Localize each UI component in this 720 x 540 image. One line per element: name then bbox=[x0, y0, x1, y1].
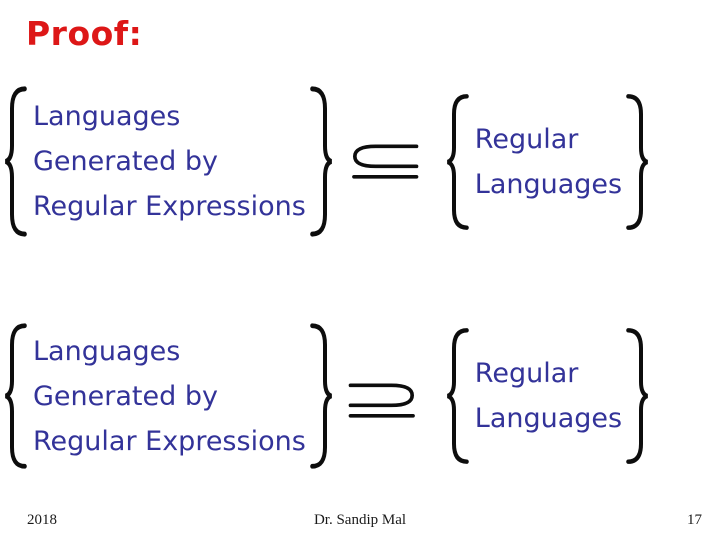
set-line: Languages bbox=[474, 403, 623, 434]
set-line: Regular Expressions bbox=[33, 191, 306, 222]
set-line: Regular Expressions bbox=[33, 425, 306, 457]
open-brace-icon bbox=[4, 323, 27, 469]
set-regular-languages: Regular Languages bbox=[446, 325, 649, 467]
relation-superset-or-equal: ⊇ bbox=[347, 381, 420, 421]
set-languages-generated-by-regex: Languages Generated by Regular Expressio… bbox=[4, 83, 333, 240]
set-line: Regular bbox=[474, 123, 579, 155]
close-brace-icon bbox=[309, 323, 332, 469]
footer-year: 2018 bbox=[27, 512, 57, 528]
set-languages-generated-by-regex: Languages Generated by Regular Expressio… bbox=[4, 320, 333, 472]
set-description: Languages Generated by Regular Expressio… bbox=[28, 329, 309, 464]
set-line: Generated by bbox=[33, 146, 218, 177]
close-brace-icon bbox=[626, 93, 649, 230]
close-brace-icon bbox=[626, 328, 649, 464]
proof-row-superset: Languages Generated by Regular Expressio… bbox=[4, 320, 720, 472]
slide-footer: 2018 Dr. Sandip Mal 17 bbox=[0, 510, 720, 534]
set-line: Generated by bbox=[33, 380, 218, 412]
set-line: Regular bbox=[474, 358, 579, 389]
superset-or-equal-icon bbox=[348, 383, 415, 418]
proof-row-subset: Languages Generated by Regular Expressio… bbox=[4, 83, 720, 240]
open-brace-icon bbox=[446, 328, 469, 464]
set-regular-languages: Regular Languages bbox=[446, 91, 649, 233]
set-line: Languages bbox=[474, 168, 623, 200]
close-brace-icon bbox=[309, 86, 332, 237]
slide-title: Proof: bbox=[26, 14, 143, 53]
set-description: Regular Languages bbox=[470, 117, 625, 207]
set-description: Regular Languages bbox=[470, 351, 625, 441]
subset-or-equal-icon bbox=[351, 144, 419, 179]
footer-page-number: 17 bbox=[687, 512, 702, 528]
open-brace-icon bbox=[4, 86, 27, 237]
open-brace-icon bbox=[446, 93, 469, 230]
relation-subset-or-equal: ⊆ bbox=[347, 142, 420, 182]
set-description: Languages Generated by Regular Expressio… bbox=[28, 94, 309, 229]
set-line: Languages bbox=[33, 101, 181, 132]
footer-author: Dr. Sandip Mal bbox=[313, 512, 407, 528]
set-line: Languages bbox=[33, 335, 181, 367]
